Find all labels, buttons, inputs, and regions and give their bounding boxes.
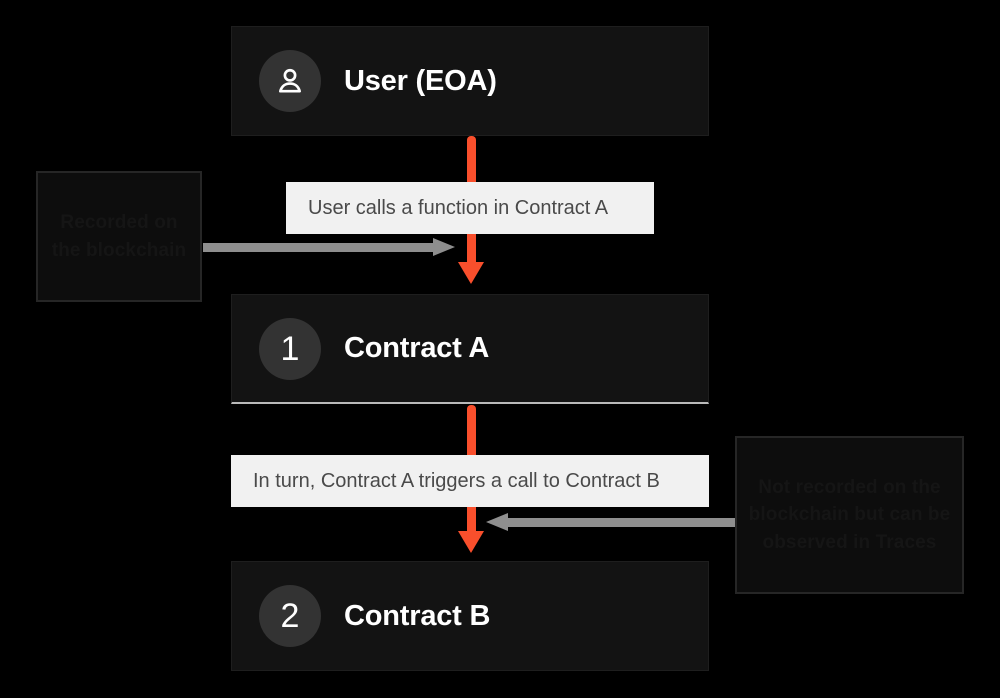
user-icon [259,50,321,112]
node-label: User (EOA) [344,64,497,97]
node-contract-a[interactable]: 1 Contract A [231,294,709,404]
node-user-eoa[interactable]: User (EOA) [231,26,709,136]
arrow-head-down-icon [458,531,484,553]
node-label: Contract B [344,599,491,632]
arrow-head-left-icon [486,513,508,531]
edge-caption-text: User calls a function in Contract A [308,196,609,219]
step-number-badge: 2 [259,585,321,647]
connector-arrow-right-to-flow [486,513,735,531]
callout-not-recorded-traces: Not recorded on the blockchain but can b… [735,436,964,594]
callout-text: Recorded on the blockchain [51,211,187,261]
edge-caption-text: In turn, Contract A triggers a call to C… [253,469,660,492]
callout-recorded-on-blockchain: Recorded on the blockchain [36,171,202,302]
step-number-badge: 1 [259,317,321,380]
node-label: Contract A [344,332,490,364]
node-contract-b[interactable]: 2 Contract B [231,561,709,671]
arrow-shaft [203,243,435,252]
connector-arrow-left-to-flow [203,238,455,256]
edge-caption-contract-a-to-contract-b: In turn, Contract A triggers a call to C… [231,455,709,507]
callout-text: Not recorded on the blockchain but can b… [748,476,951,553]
arrow-shaft [506,518,735,527]
edge-caption-user-to-contract-a: User calls a function in Contract A [286,182,654,234]
arrow-head-down-icon [458,262,484,284]
arrow-head-right-icon [433,238,455,256]
